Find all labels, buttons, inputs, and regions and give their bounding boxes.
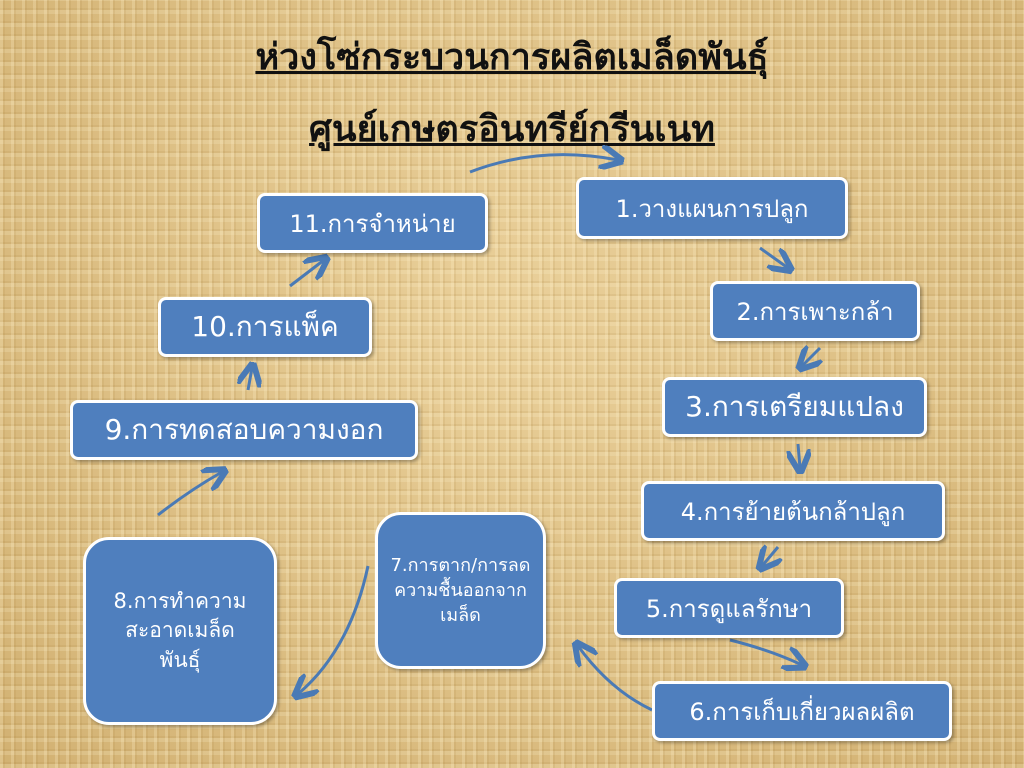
arrow-8-to-9 (157, 472, 222, 517)
arrow-7-to-8 (298, 565, 370, 694)
step-3-box: 3.การเตรียมแปลง (662, 377, 927, 437)
title-line-2: ศูนย์เกษตรอินทรีย์กรีนเนท (309, 108, 715, 150)
step-9-box: 9.การทดสอบความงอก (70, 400, 418, 460)
step-5-box: 5.การดูแลรักษา (614, 578, 844, 638)
title-line-1: ห่วงโซ่กระบวนการผลิตเมล็ดพันธุ์ (255, 36, 769, 78)
arrow-3-to-4 (798, 443, 800, 468)
step-10-box: 10.การแพ็ค (158, 297, 372, 357)
step-4-box: 4.การย้ายต้นกล้าปลูก (641, 481, 945, 541)
step-6-box: 6.การเก็บเกี่ยวผลผลิต (652, 681, 952, 741)
arrow-2-to-3 (802, 348, 820, 366)
arrow-11-to-1 (469, 155, 618, 174)
step-7-box: 7.การตาก/การลดความชื้นออกจากเมล็ด (375, 512, 546, 669)
step-2-box: 2.การเพาะกล้า (710, 281, 920, 341)
arrow-9-to-10 (248, 368, 252, 391)
arrow-10-to-11 (289, 260, 324, 288)
arrow-5-to-6 (729, 638, 802, 665)
arrow-1-to-2 (759, 246, 788, 268)
step-1-box: 1.วางแผนการปลูก (576, 177, 848, 239)
step-11-box: 11.การจำหน่าย (257, 193, 488, 253)
step-8-box: 8.การทำความสะอาดเมล็ดพันธุ์ (83, 537, 277, 725)
arrow-6-to-7 (578, 646, 653, 712)
arrow-4-to-5 (762, 547, 778, 566)
